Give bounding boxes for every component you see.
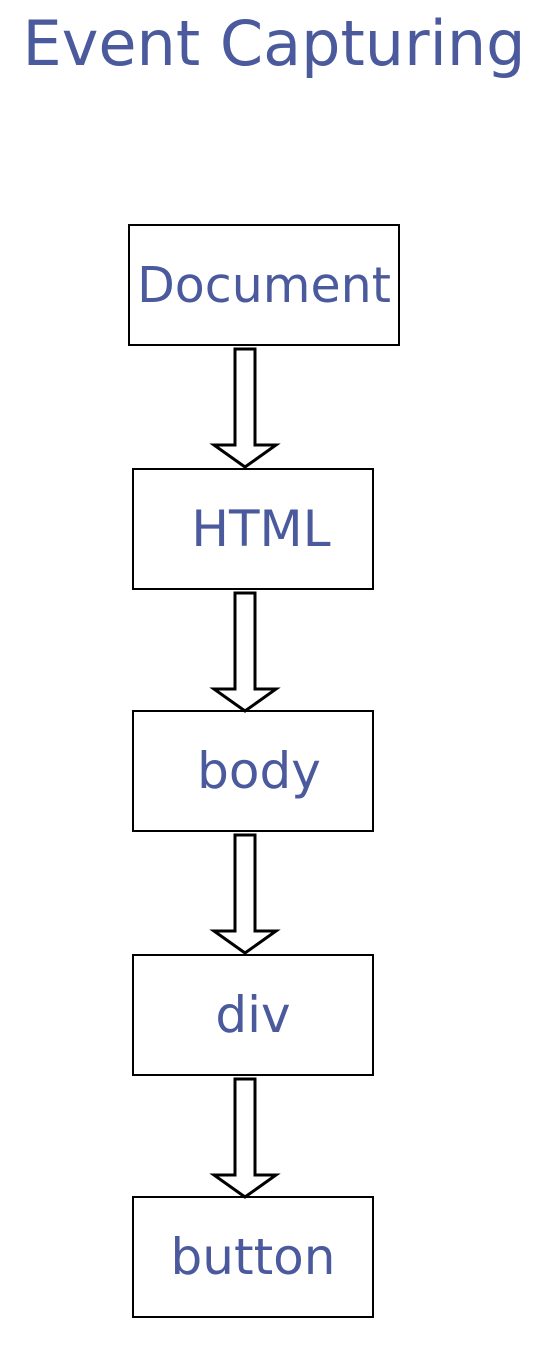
node-html: HTML	[132, 468, 374, 590]
node-label: button	[170, 1228, 336, 1286]
down-arrow-icon	[209, 833, 281, 955]
node-button: button	[132, 1196, 374, 1318]
down-arrow-icon	[209, 1077, 281, 1199]
node-div: div	[132, 954, 374, 1076]
node-document: Document	[128, 224, 400, 346]
down-arrow-icon	[209, 347, 281, 469]
down-arrow-icon	[209, 591, 281, 713]
node-label: div	[215, 986, 291, 1044]
node-body: body	[132, 710, 374, 832]
node-label: HTML	[191, 500, 331, 558]
node-label: Document	[137, 256, 391, 314]
diagram-title: Event Capturing	[22, 7, 526, 80]
node-label: body	[197, 742, 321, 800]
